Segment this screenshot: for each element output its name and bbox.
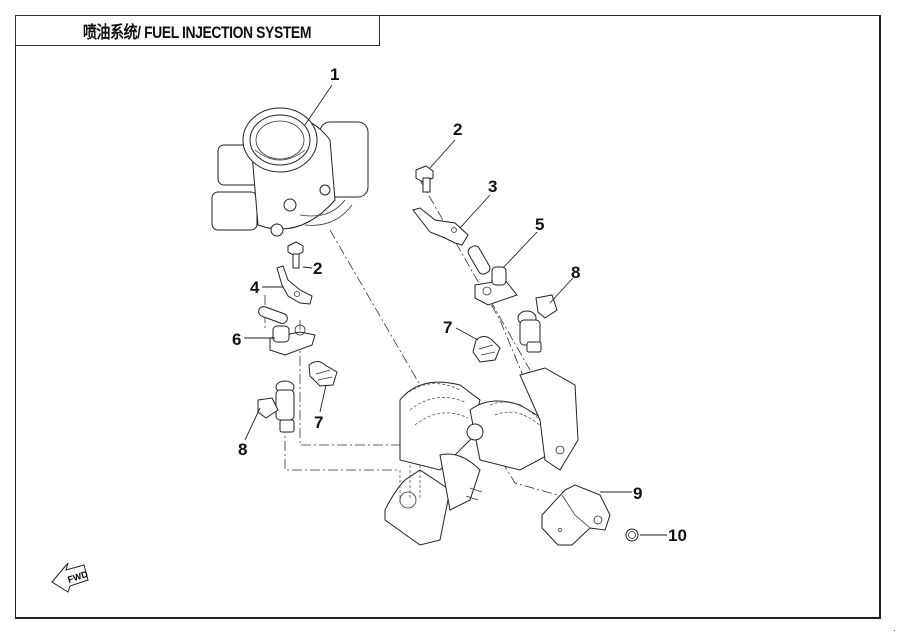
intake-manifold[interactable]	[384, 367, 579, 546]
bolt-lower[interactable]	[287, 241, 304, 269]
sensor-bracket[interactable]	[541, 484, 611, 546]
callout-8-lower: 8	[238, 440, 247, 459]
clip-upper[interactable]	[472, 336, 501, 363]
throttle-body[interactable]	[211, 107, 369, 237]
forward-arrow-icon: FWD	[51, 562, 90, 593]
corner-mark	[894, 630, 895, 631]
fuel-rail-connector-upper[interactable]	[466, 244, 518, 306]
leader-lines	[244, 84, 667, 536]
bracket-lower[interactable]	[276, 265, 313, 305]
clip-lower[interactable]	[308, 361, 338, 387]
callout-1: 1	[330, 65, 339, 84]
callout-2-upper: 2	[453, 120, 462, 139]
callout-10: 10	[668, 526, 687, 545]
callout-7-lower: 7	[314, 413, 323, 432]
callout-4: 4	[250, 278, 260, 297]
bolt-upper[interactable]	[415, 165, 434, 193]
callout-7-upper: 7	[443, 318, 452, 337]
fuel-injector-lower[interactable]	[257, 380, 295, 433]
title-block: 喷油系统/ FUEL INJECTION SYSTEM	[15, 15, 380, 46]
nut[interactable]	[625, 528, 639, 542]
callout-9: 9	[633, 484, 642, 503]
callout-8-upper: 8	[571, 263, 580, 282]
callout-6: 6	[232, 330, 241, 349]
fuel-rail-connector-lower[interactable]	[257, 305, 316, 356]
callout-2-lower: 2	[313, 259, 322, 278]
bracket-upper[interactable]	[412, 207, 469, 246]
fuel-injector-upper[interactable]	[517, 294, 558, 353]
callout-5: 5	[535, 215, 544, 234]
page-title: 喷油系统/ FUEL INJECTION SYSTEM	[83, 23, 312, 42]
drawing-frame	[15, 15, 881, 619]
callout-labels: 1 2 3 5 8 2 4 6 7 7 8 9 10	[232, 65, 687, 545]
callout-3: 3	[488, 177, 497, 196]
